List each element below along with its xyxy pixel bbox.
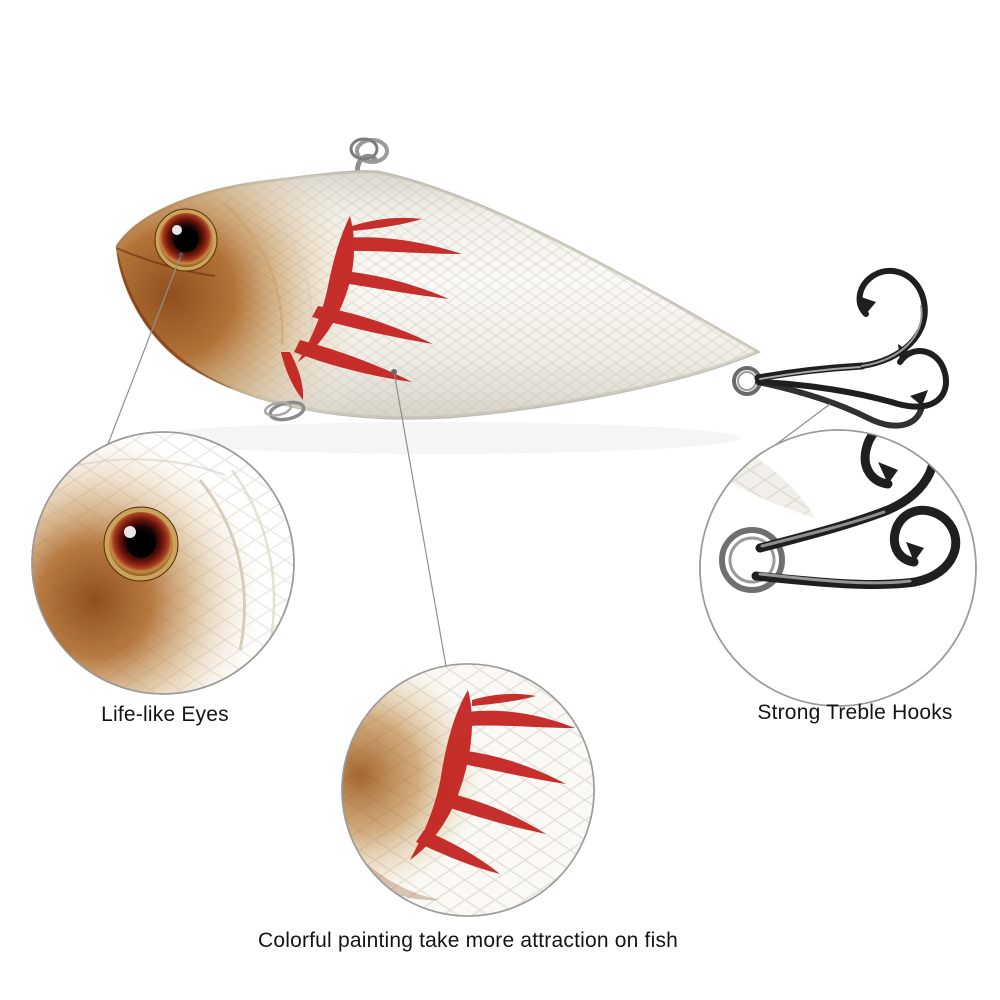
callout-hooks-circle	[699, 429, 977, 707]
lure-eye	[154, 208, 218, 272]
callout-paint-circle	[341, 663, 595, 917]
hooks-callout-label: Strong Treble Hooks	[757, 701, 953, 724]
connector-eye	[107, 254, 182, 445]
paint-callout-label: Colorful painting take more attraction o…	[257, 929, 679, 952]
soft-shadow	[140, 422, 740, 454]
eye-callout-label: Life-like Eyes	[101, 703, 229, 726]
zoom-split-ring	[719, 527, 785, 593]
head-shading	[116, 170, 377, 420]
line-tie-ring	[349, 137, 389, 175]
connector-paint	[393, 371, 447, 667]
gill-line	[224, 204, 284, 346]
flame-pattern	[281, 216, 462, 400]
connector-eye-dot	[178, 252, 184, 258]
zoom-flame-pattern	[410, 690, 575, 874]
belly-ring	[263, 400, 306, 422]
zoom-eye	[103, 506, 179, 582]
callout-connectors	[107, 252, 831, 667]
mouth-line	[116, 247, 216, 277]
callout-eye-circle	[31, 431, 295, 695]
connector-hooks	[769, 403, 831, 450]
connector-paint-dot	[391, 369, 397, 375]
treble-hook	[754, 267, 949, 429]
